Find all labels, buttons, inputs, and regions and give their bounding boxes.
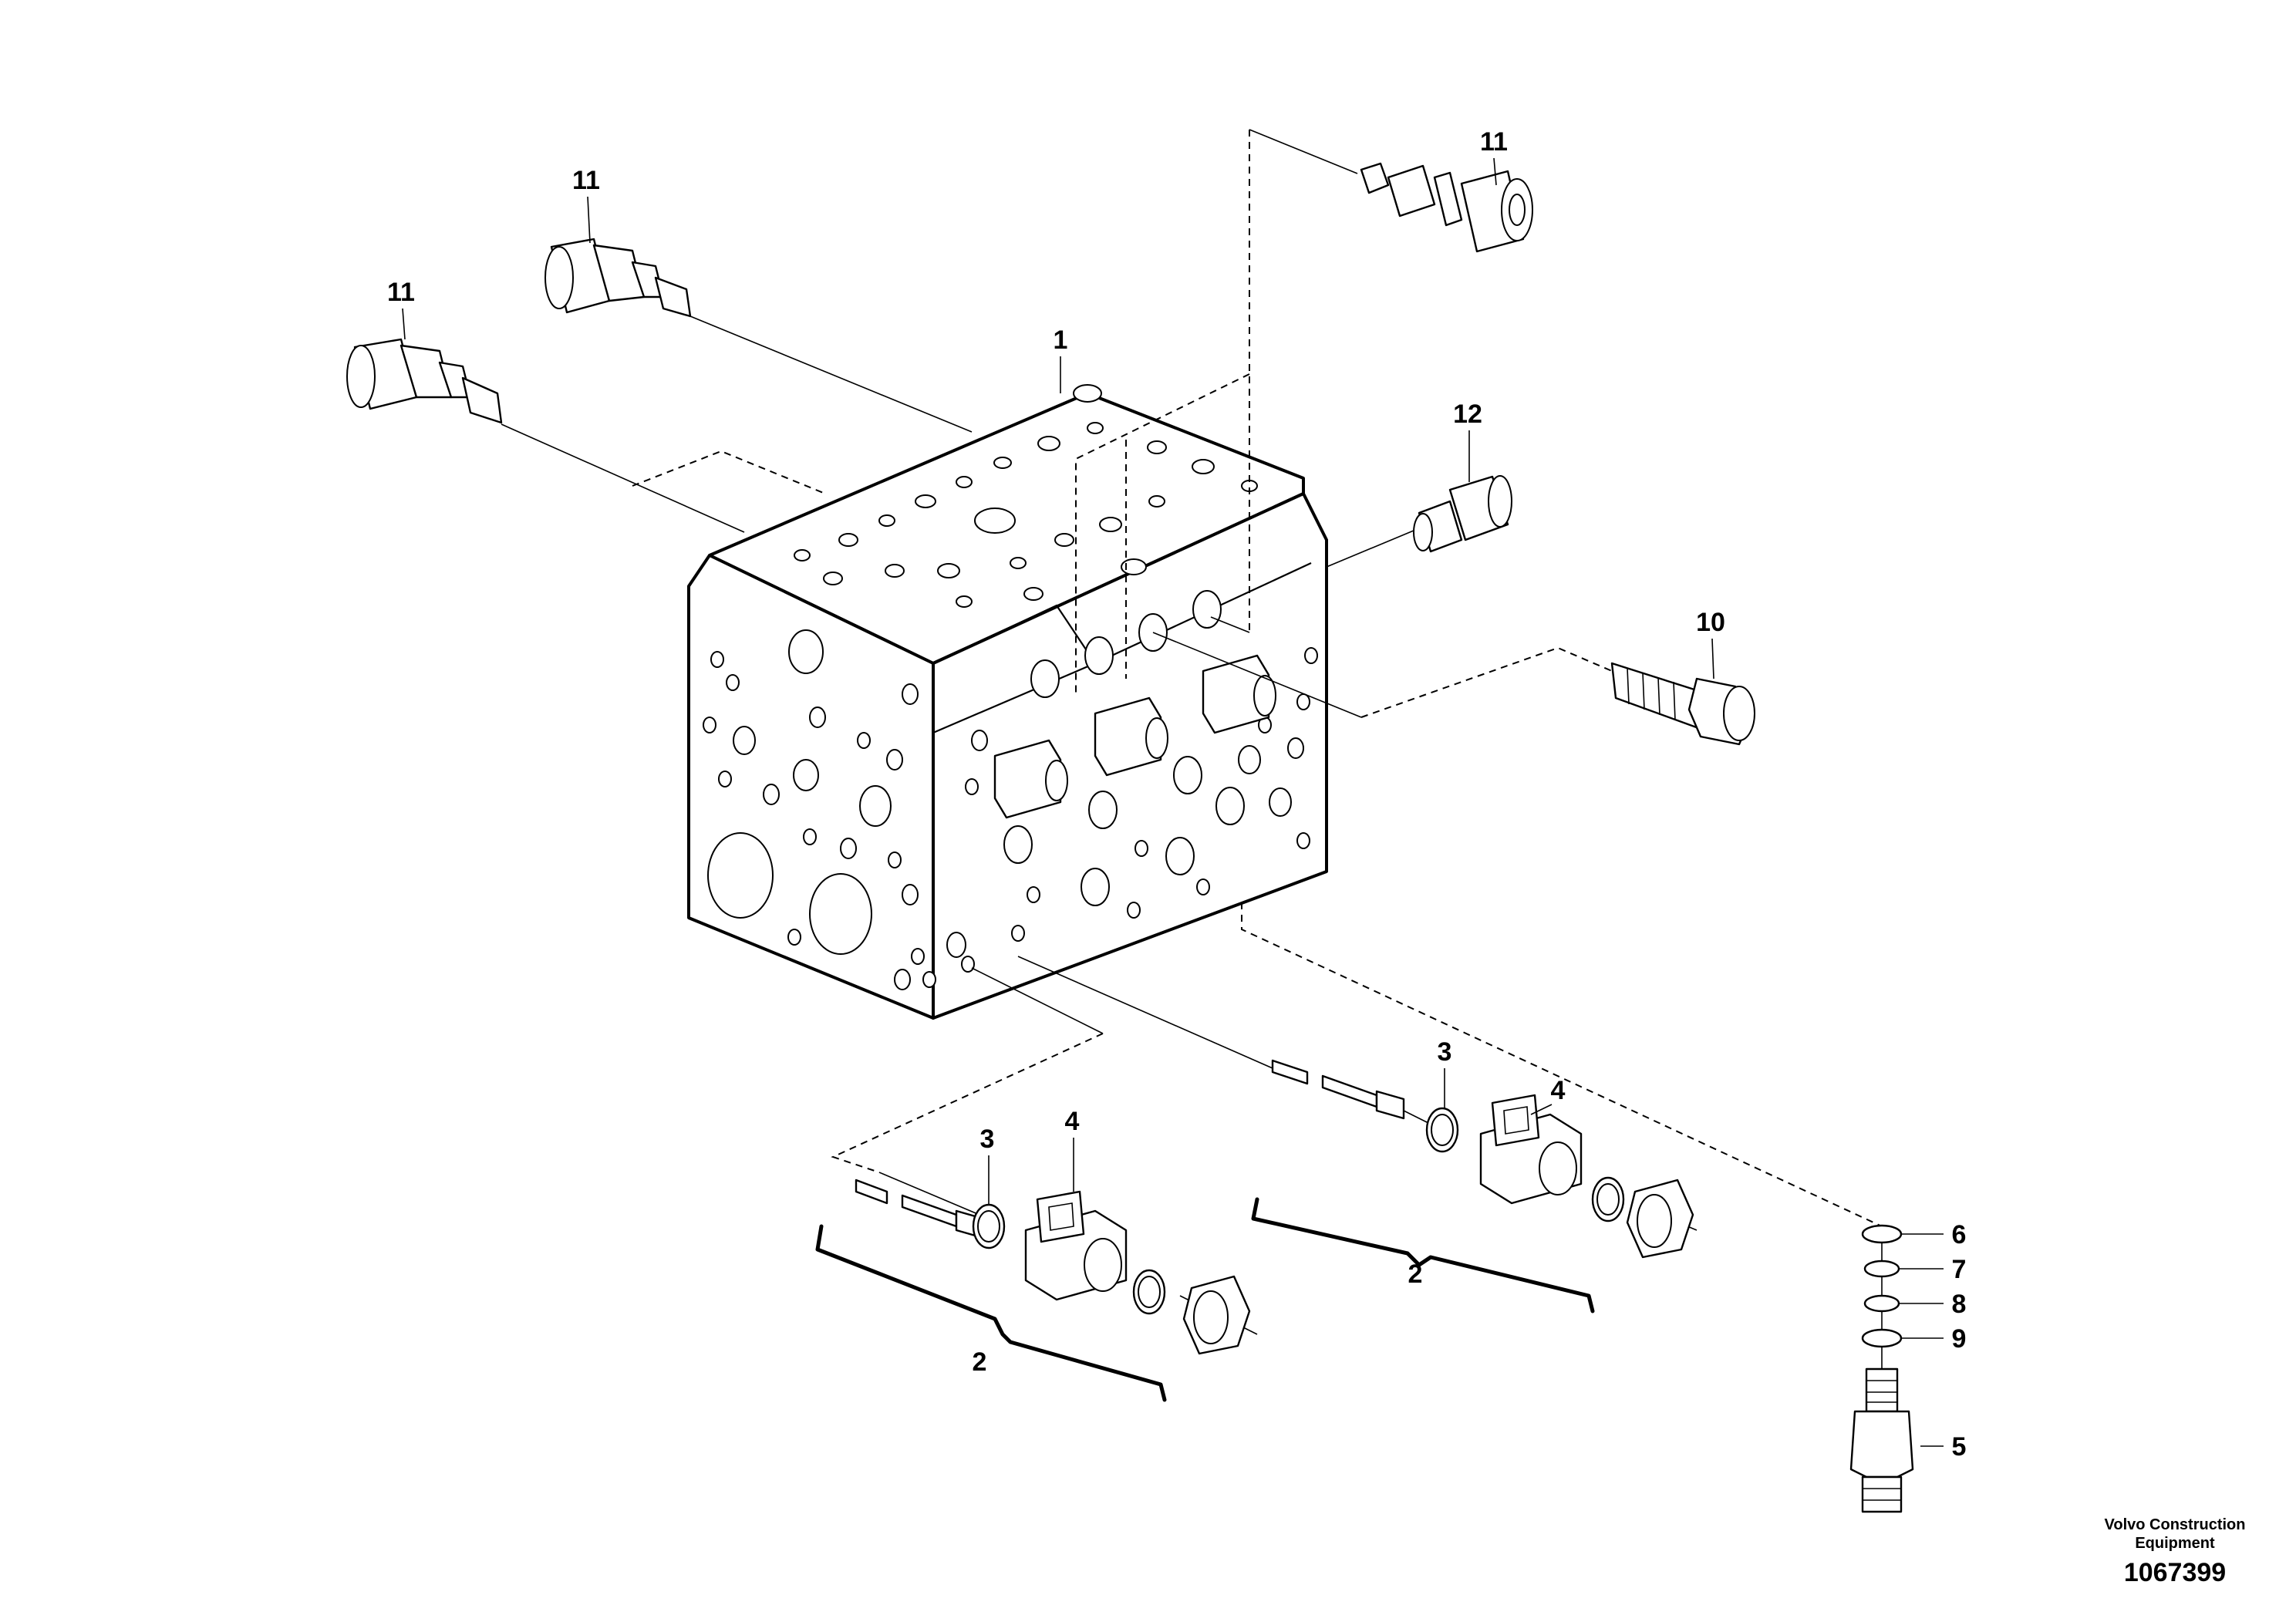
callout-8: 8 — [1952, 1290, 1967, 1319]
control-valve-block — [687, 384, 1328, 1020]
relief-valve-left — [346, 338, 503, 424]
footer-company-line1: Volvo Construction — [2105, 1516, 2246, 1533]
callout-4-right: 4 — [1551, 1076, 1566, 1105]
callout-3-left: 3 — [980, 1125, 995, 1154]
callout-2-right: 2 — [1408, 1259, 1423, 1289]
right-face-ports — [922, 590, 1318, 988]
callout-7: 7 — [1952, 1255, 1967, 1284]
footer-drawing-number: 1067399 — [2124, 1558, 2226, 1587]
relief-valve-top-right — [1360, 162, 1533, 253]
valve-cartridge-5 — [1849, 1367, 1944, 1513]
callout-5: 5 — [1952, 1432, 1967, 1462]
plug-12 — [1413, 475, 1512, 553]
callout-2-left: 2 — [973, 1347, 987, 1377]
solenoid-assembly-left — [855, 1179, 1251, 1355]
brace-left — [815, 1224, 1167, 1402]
brace-right — [1251, 1197, 1595, 1313]
top-face-ports — [794, 384, 1258, 608]
callout-labels: 1 11 11 11 12 10 3 4 2 3 4 2 6 7 8 9 5 — [387, 127, 1966, 1462]
relief-valve-top-left — [544, 238, 692, 318]
footer: Volvo Construction Equipment 1067399 — [2105, 1516, 2246, 1587]
callout-3-right: 3 — [1438, 1037, 1452, 1067]
callout-11-top-right: 11 — [1480, 127, 1508, 157]
solenoid-assembly-right — [1271, 1059, 1694, 1259]
left-face-ports — [703, 629, 925, 990]
callout-12: 12 — [1453, 400, 1482, 429]
callout-6: 6 — [1952, 1220, 1967, 1249]
callout-10: 10 — [1696, 608, 1725, 637]
callout-11-top-left: 11 — [572, 166, 600, 195]
seal-stack — [1861, 1224, 1944, 1348]
callout-1: 1 — [1054, 325, 1068, 355]
leader-lines — [501, 129, 1883, 1369]
callout-11-left: 11 — [387, 278, 415, 307]
callout-9: 9 — [1952, 1324, 1967, 1354]
callout-4-left: 4 — [1065, 1107, 1080, 1136]
footer-company-line2: Equipment — [2135, 1535, 2215, 1552]
plug-bolt-10 — [1610, 662, 1755, 746]
